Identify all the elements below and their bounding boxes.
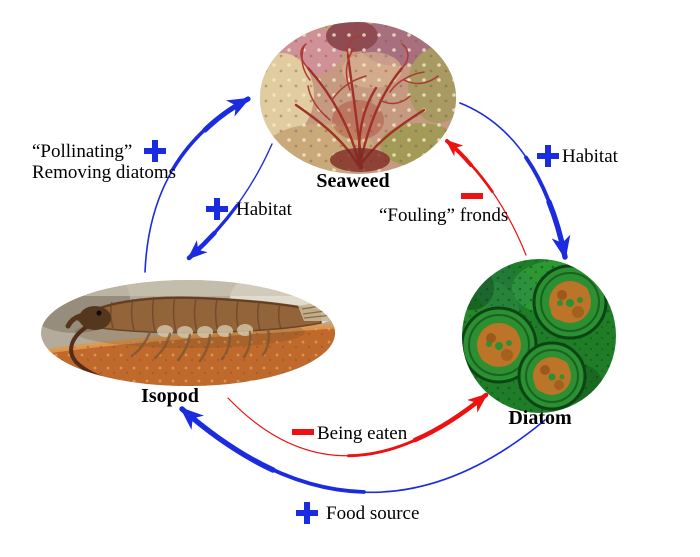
- minus-icon: [461, 193, 483, 199]
- plus-icon: [296, 502, 318, 524]
- pollinating-label: “Pollinating” Removing diatoms: [32, 141, 176, 183]
- isopod-label: Isopod: [141, 385, 199, 407]
- diatom-photo: [462, 259, 616, 413]
- arrow-diatom-to-isopod: [179, 406, 546, 494]
- habitat-left-label: Habitat: [236, 199, 292, 220]
- plus-icon: [537, 145, 559, 167]
- seaweed-label: Seaweed: [316, 170, 390, 192]
- pollinating-label-line1: “Pollinating”: [32, 141, 133, 162]
- isopod-photo: [41, 280, 335, 386]
- diatom-cell: [462, 306, 538, 384]
- diatom-label: Diatom: [508, 407, 572, 429]
- diatom-cell: [532, 264, 608, 340]
- food-source-label: Food source: [326, 503, 420, 524]
- being-eaten-label: Being eaten: [317, 423, 408, 444]
- arrow-isopod-to-diatom: [227, 392, 489, 458]
- arrow-isopod-to-seaweed: [144, 96, 251, 273]
- plus-icon: [144, 140, 166, 162]
- minus-icon: [292, 429, 314, 435]
- diatom-cell: [517, 341, 587, 411]
- plus-icon: [206, 198, 228, 220]
- seaweed-photo: [260, 22, 456, 174]
- habitat-right-label: Habitat: [562, 146, 618, 167]
- arrow-seaweed-to-diatom: [459, 102, 571, 260]
- pollinating-label-line2: Removing diatoms: [32, 162, 177, 183]
- fouling-label: “Fouling” fronds: [379, 205, 509, 226]
- arrow-diatom-to-seaweed: [445, 139, 527, 256]
- arrow-seaweed-to-isopod: [186, 143, 273, 261]
